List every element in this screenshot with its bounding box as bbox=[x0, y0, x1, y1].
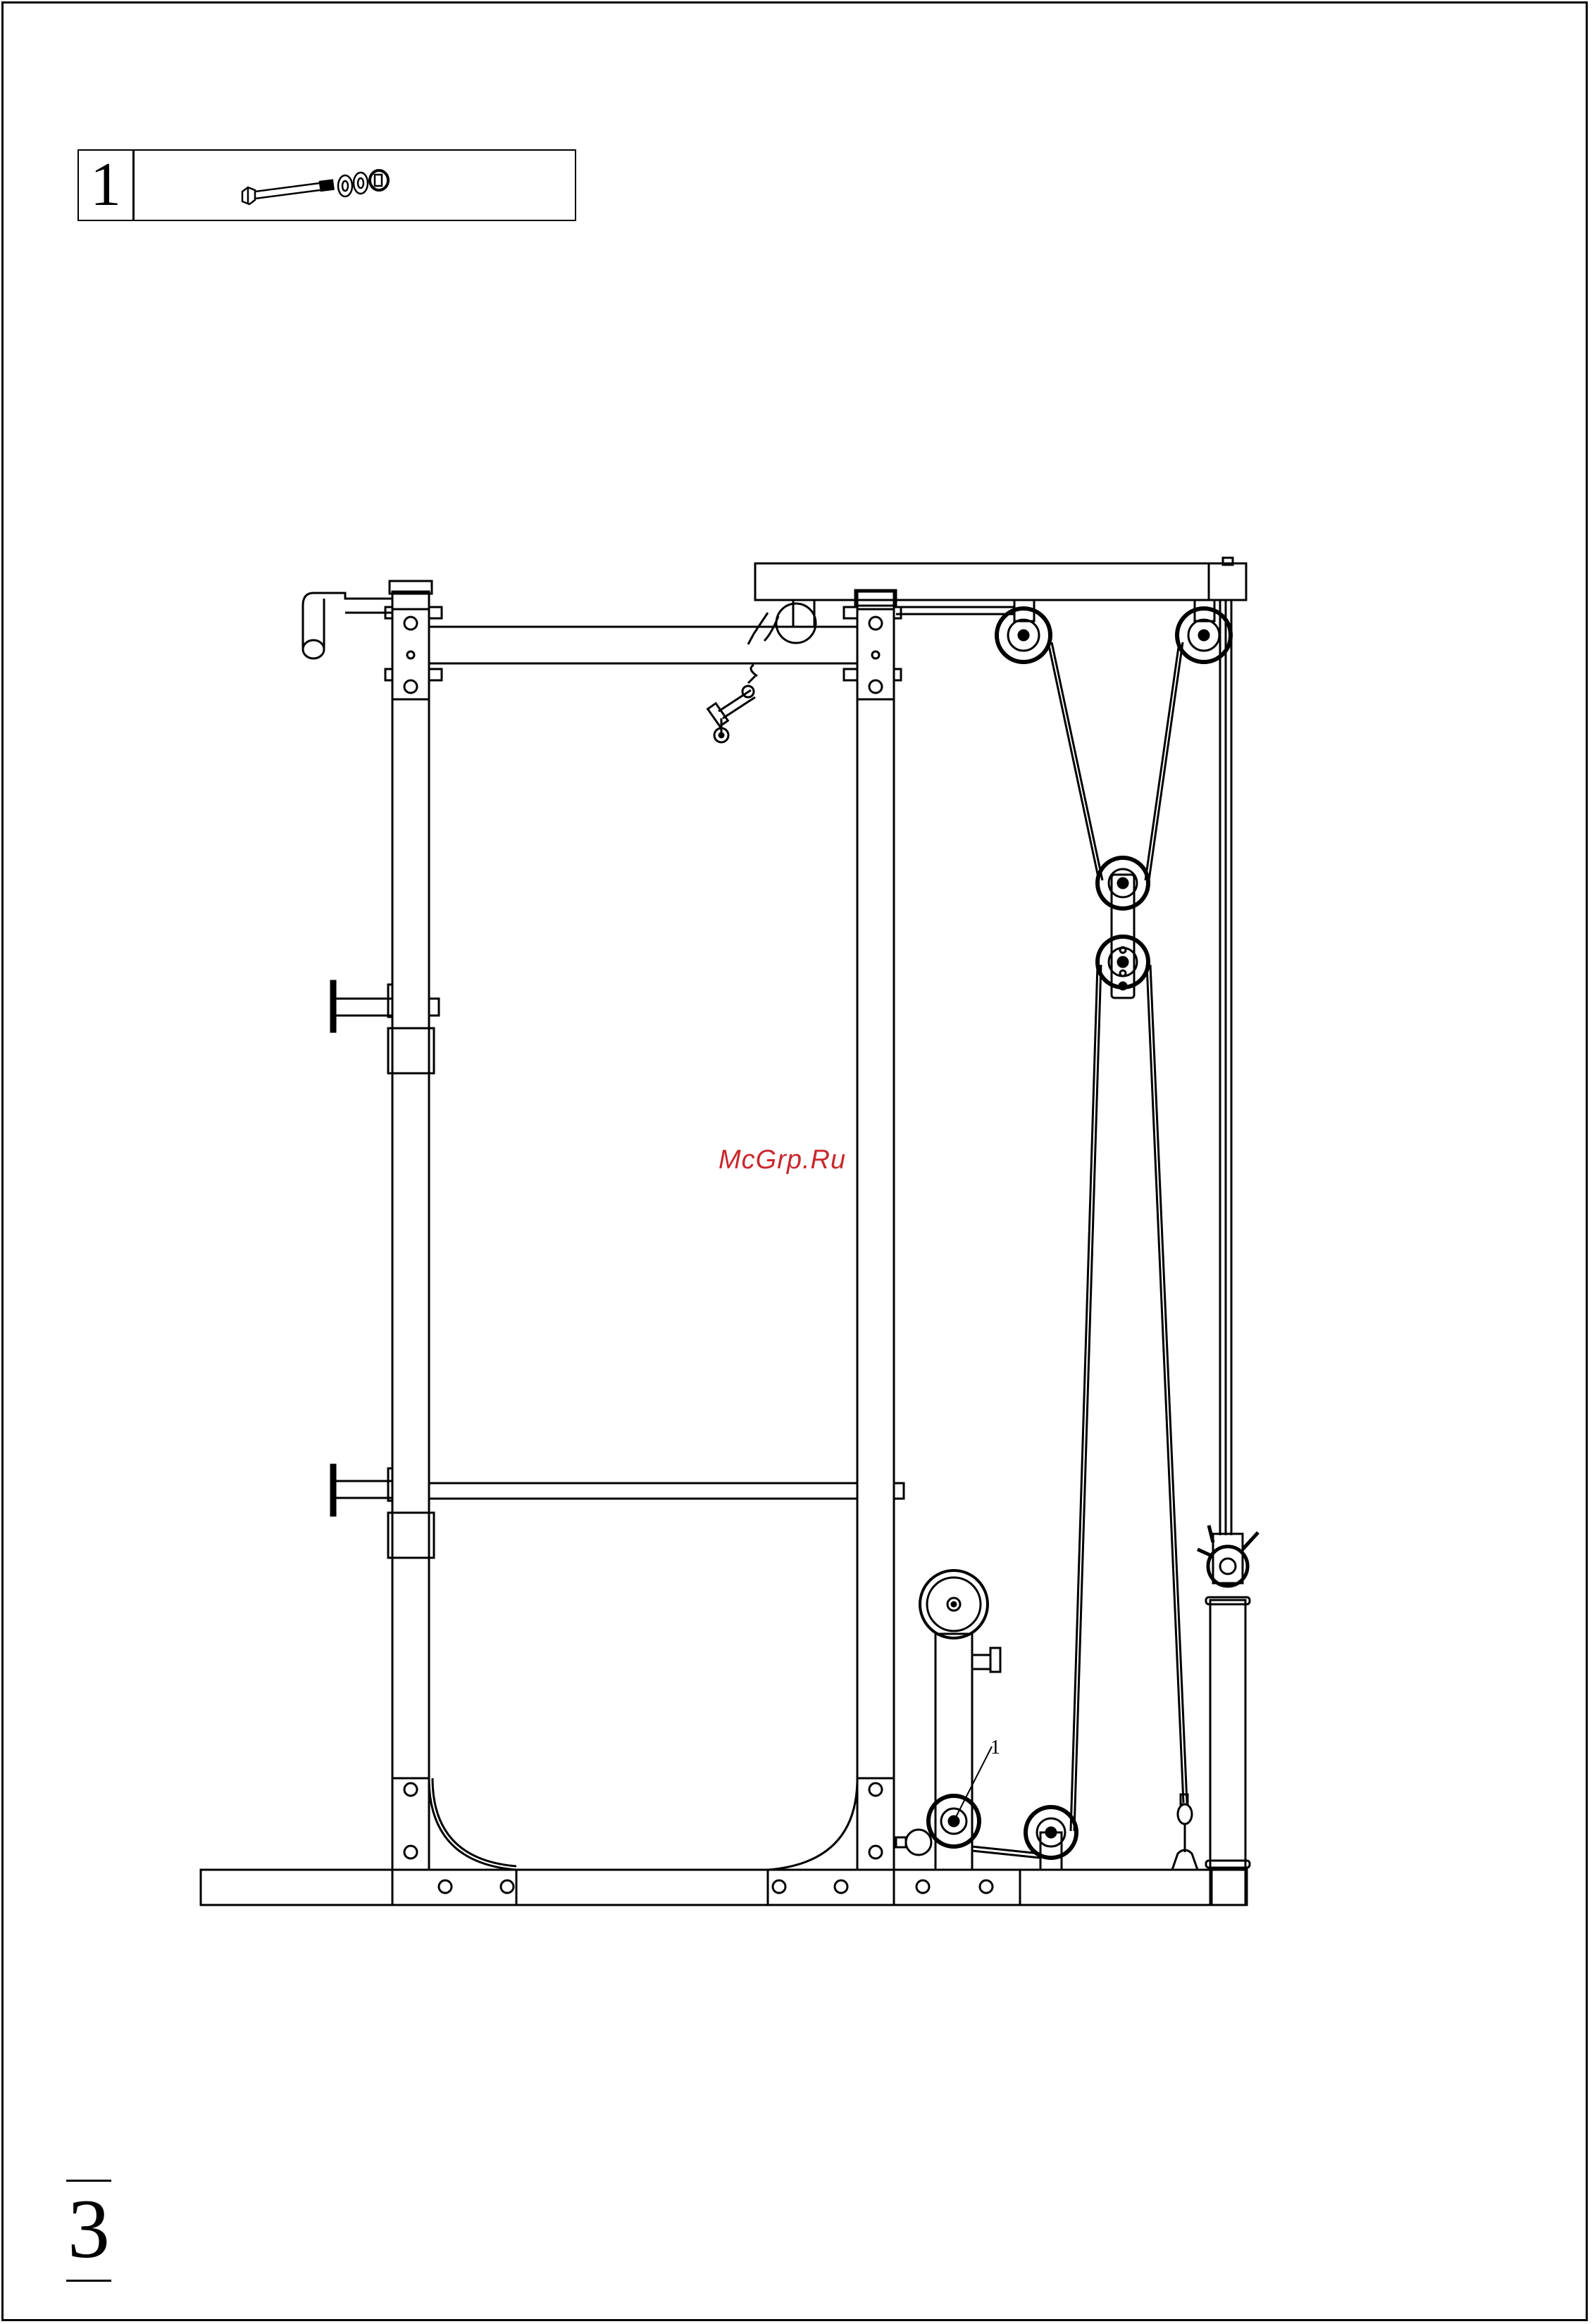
weight-post bbox=[1210, 1600, 1245, 1905]
left-upright bbox=[392, 592, 429, 1870]
page-number-block: 3 bbox=[66, 2180, 111, 2282]
page-number-bottom-rule bbox=[66, 2280, 111, 2282]
top-crossbar bbox=[429, 627, 857, 663]
right-upright bbox=[857, 592, 894, 1870]
page-number: 3 bbox=[66, 2187, 111, 2271]
right-top-plate bbox=[857, 609, 894, 699]
callout-label-1: 1 bbox=[990, 1737, 1000, 1758]
watermark: McGrp.Ru bbox=[719, 1145, 846, 1175]
tower-top-beam bbox=[755, 563, 1246, 600]
upper-j-hook-sleeve bbox=[388, 1028, 434, 1073]
base-rail bbox=[201, 1870, 1247, 1905]
safety-bar bbox=[429, 1483, 857, 1499]
lower-j-hook-sleeve bbox=[388, 1513, 434, 1558]
left-top-plate bbox=[392, 609, 429, 699]
